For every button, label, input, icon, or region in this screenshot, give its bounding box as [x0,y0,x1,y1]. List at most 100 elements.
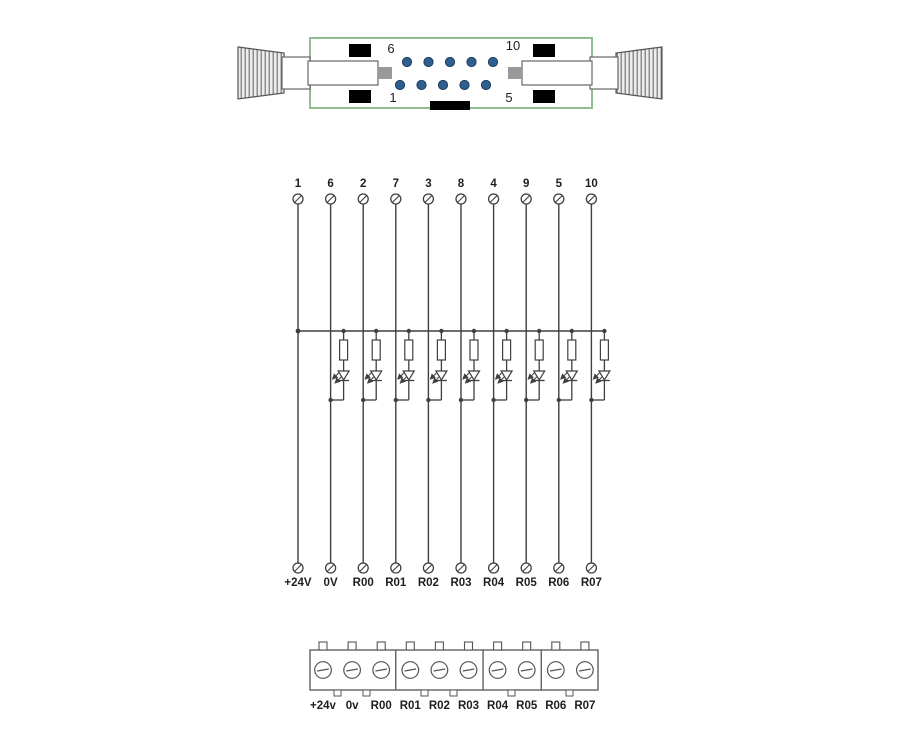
screw-slot [404,668,417,672]
mount-block [349,90,371,103]
resistor [371,339,381,361]
screw-slot [375,668,388,672]
led-emission-arrow [399,376,407,384]
mounting-foot [565,689,574,697]
connector-pin [444,56,456,68]
mounting-foot [507,689,516,697]
clamp-tab [347,641,357,651]
schematic-column: 6 0V [324,178,351,589]
wire [554,564,563,572]
clamp-tab [493,641,503,651]
led-symbol [369,370,383,382]
led-symbol [597,370,611,382]
terminal-name-label: R05 [516,577,538,589]
terminal-name-label: R01 [385,577,407,589]
cable-gland-left [237,46,285,100]
terminal-block-label: R02 [429,700,450,712]
wire [294,195,302,203]
led-emission-arrow [334,376,342,384]
wire [457,195,465,203]
led-symbol [402,370,416,382]
led-symbol [434,370,448,382]
terminal-name-label: 0V [324,577,338,589]
junction-dot [458,397,464,403]
mount-block [533,90,555,103]
pin-corner-label-10: 10 [506,38,520,53]
clamp-tab [376,641,386,651]
plug-body-left [307,60,379,86]
junction-dot [589,397,594,403]
screw-slot [491,668,504,672]
cable-gland-right [615,46,663,100]
plug-stub-left [378,67,392,79]
screw-slot [578,668,591,672]
led-emission-arrow [592,372,600,380]
connector-pin [480,79,492,91]
junction-dot [426,397,431,403]
resistor [436,339,446,361]
junction-dot [361,397,366,403]
connector-pins [394,56,499,91]
clamp-tab [463,641,474,651]
clamp-tab [318,641,328,651]
resistor [599,339,610,361]
mount-block [349,44,371,57]
schematic: 1+24V60V2R007R013R028R034R049R055R0610R0… [284,178,611,589]
wire [391,564,400,572]
terminal-block-label: R05 [516,700,538,712]
led-emission-arrow [595,376,603,384]
connector-pin [416,79,427,91]
wire [587,195,596,203]
pin-number-label: 4 [490,178,497,190]
pin-number-label: 2 [360,178,366,190]
clamp-tab [405,641,415,651]
connector-pin [487,56,499,68]
led-symbol [565,370,579,382]
mounting-foot [420,689,429,697]
terminal-name-label: +24V [284,577,312,589]
terminal-name-label: R04 [483,577,505,589]
schematic-column: 1+24V [284,178,312,589]
led-symbol [532,370,546,382]
wire [489,195,498,203]
wire [587,564,596,572]
junction-dot [328,397,333,403]
connector-pin [394,79,406,91]
resistor [339,339,349,361]
connector-pin [437,79,449,91]
mounting-foot [449,689,458,697]
plug-body-right [521,60,593,86]
pin-number-label: 8 [458,178,465,190]
mounting-foot [333,689,342,697]
screw-slot [520,668,533,672]
led-emission-arrow [497,376,505,384]
mounting-foot [362,689,371,697]
pin-number-label: 5 [556,178,563,190]
terminal-block-label: +24v [310,700,337,712]
terminal-name-label: R07 [581,577,602,589]
terminal-name-label: R02 [418,577,439,589]
wire [359,564,368,572]
junction-dot [556,397,561,403]
clamp-tab [434,641,444,651]
pin-number-label: 6 [327,178,333,190]
pin-corner-label-1: 1 [389,90,396,105]
wire [489,564,498,572]
screw-slot [346,668,359,672]
resistor [502,339,512,361]
connector-pin [423,56,434,68]
wire [554,195,563,203]
connector-pin [466,56,477,68]
wire [424,564,433,572]
wire [391,195,400,203]
resistor [469,339,479,361]
wire [294,564,302,572]
